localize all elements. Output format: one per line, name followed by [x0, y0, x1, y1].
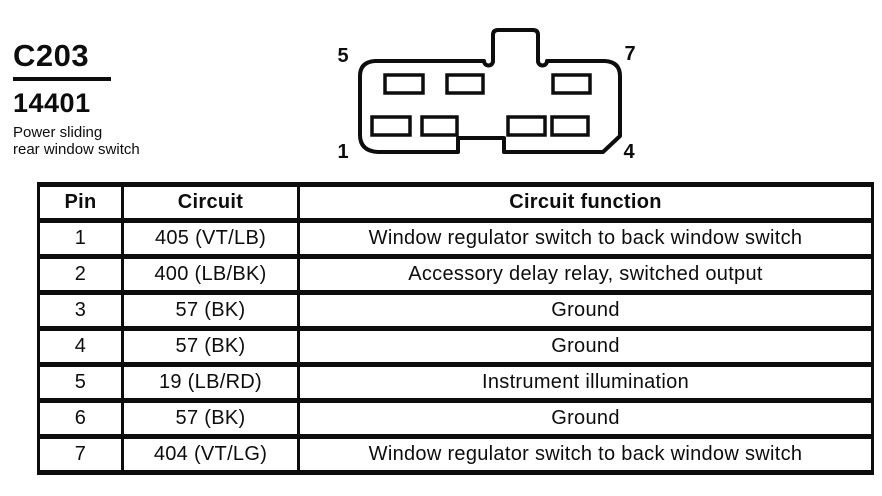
- pinout-table: Pin Circuit Circuit function 1 405 (VT/L…: [37, 182, 874, 475]
- column-header-pin: Pin: [37, 182, 124, 223]
- pin-slot-4: [550, 115, 590, 137]
- pin-label-top-left: 5: [337, 45, 348, 67]
- column-header-function: Circuit function: [297, 182, 874, 223]
- connector-description-line2: rear window switch: [13, 141, 140, 158]
- pin-cell: 7: [37, 434, 124, 475]
- function-cell: Ground: [297, 290, 874, 331]
- table-row: 1 405 (VT/LB) Window regulator switch to…: [37, 218, 874, 259]
- pin-cell: 3: [37, 290, 124, 331]
- function-cell: Accessory delay relay, switched output: [297, 254, 874, 295]
- table-row: 6 57 (BK) Ground: [37, 398, 874, 439]
- circuit-cell: 57 (BK): [121, 290, 300, 331]
- connector-description-line1: Power sliding: [13, 124, 103, 141]
- pin-slot-6: [445, 73, 485, 95]
- circuit-cell: 19 (LB/RD): [121, 362, 300, 403]
- table-row: 5 19 (LB/RD) Instrument illumination: [37, 362, 874, 403]
- pin-cell: 5: [37, 362, 124, 403]
- pin-label-bottom-right: 4: [623, 141, 635, 163]
- circuit-cell: 57 (BK): [121, 326, 300, 367]
- circuit-cell: 400 (LB/BK): [121, 254, 300, 295]
- table-row: 7 404 (VT/LG) Window regulator switch to…: [37, 434, 874, 475]
- table-row: 3 57 (BK) Ground: [37, 290, 874, 331]
- column-header-circuit: Circuit: [121, 182, 300, 223]
- pin-cell: 1: [37, 218, 124, 259]
- circuit-cell: 405 (VT/LB): [121, 218, 300, 259]
- function-cell: Window regulator switch to back window s…: [297, 218, 874, 259]
- connector-id: C203: [13, 38, 112, 81]
- function-cell: Ground: [297, 398, 874, 439]
- pin-cell: 6: [37, 398, 124, 439]
- circuit-cell: 404 (VT/LG): [121, 434, 300, 475]
- function-cell: Instrument illumination: [297, 362, 874, 403]
- table-header-row: Pin Circuit Circuit function: [37, 182, 874, 223]
- pin-slot-5: [383, 73, 425, 95]
- pin-cell: 4: [37, 326, 124, 367]
- pin-slot-1: [370, 115, 412, 137]
- part-number: 14401: [13, 88, 91, 118]
- circuit-cell: 57 (BK): [121, 398, 300, 439]
- pin-label-top-right: 7: [624, 43, 635, 65]
- function-cell: Ground: [297, 326, 874, 367]
- pin-slot-3: [506, 115, 547, 137]
- pin-label-bottom-left: 1: [337, 141, 348, 163]
- function-cell: Window regulator switch to back window s…: [297, 434, 874, 475]
- pin-slot-7: [551, 73, 592, 95]
- pin-slot-2: [420, 115, 459, 137]
- table-row: 4 57 (BK) Ground: [37, 326, 874, 367]
- connector-description: Power sliding rear window switch: [13, 124, 140, 158]
- table-row: 2 400 (LB/BK) Accessory delay relay, swi…: [37, 254, 874, 295]
- pin-cell: 2: [37, 254, 124, 295]
- connector-diagram: 5 7 1 4: [337, 28, 636, 163]
